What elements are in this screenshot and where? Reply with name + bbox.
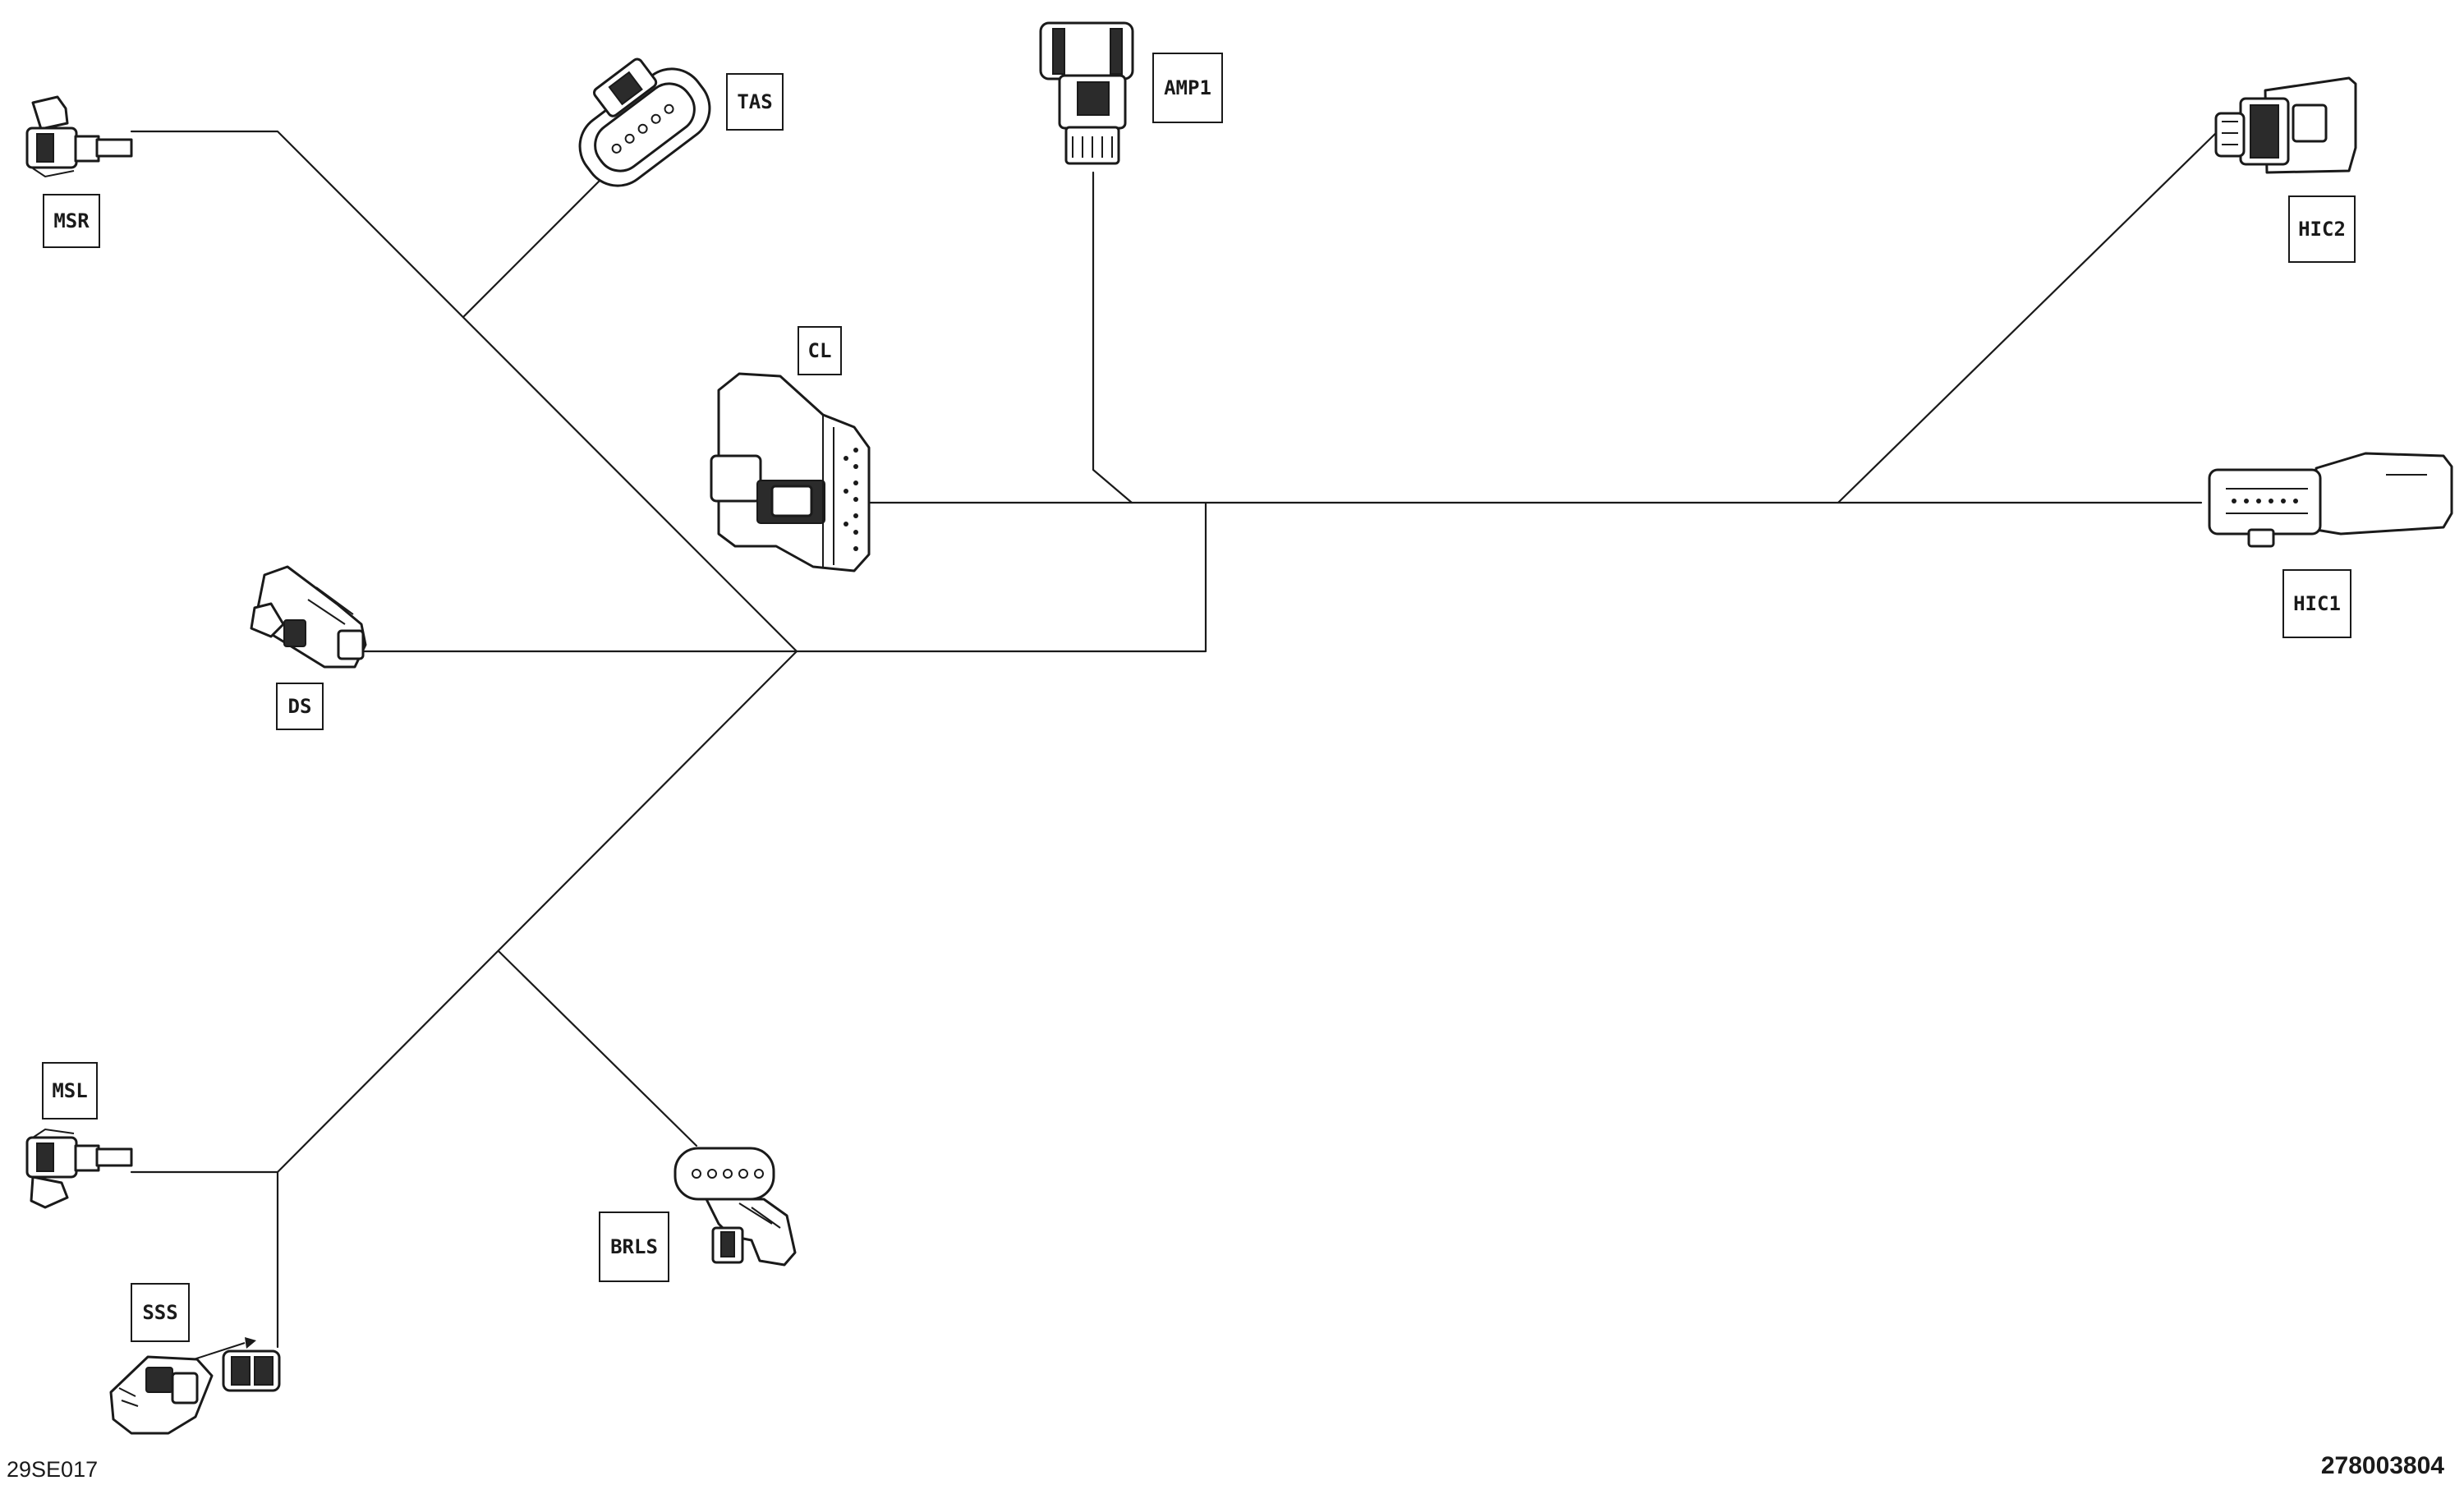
wire-brls <box>497 949 698 1147</box>
label-sss: SSS <box>131 1283 190 1342</box>
part-number: 278003804 <box>2320 1452 2444 1479</box>
wire-hic2 <box>1837 130 2219 504</box>
wire-amp1 <box>1092 171 1133 504</box>
label-hic1: HIC1 <box>2282 569 2351 638</box>
figure-code: 29SE017 <box>7 1457 99 1482</box>
label-sss-text: SSS <box>142 1301 177 1324</box>
label-tas: TAS <box>726 73 784 131</box>
wire-tas <box>462 167 614 318</box>
label-msl-text: MSL <box>52 1079 87 1102</box>
label-cl: CL <box>798 326 842 375</box>
wire-lower-trunk <box>130 650 798 1174</box>
label-hic2: HIC2 <box>2288 195 2356 263</box>
label-brls-text: BRLS <box>610 1235 658 1258</box>
connector-msr[interactable] <box>25 95 133 178</box>
label-msl: MSL <box>42 1062 98 1119</box>
connector-hic1[interactable] <box>2208 452 2453 548</box>
label-ds: DS <box>276 683 324 730</box>
label-brls: BRLS <box>599 1211 669 1282</box>
wire-msr <box>130 130 798 653</box>
label-ds-text: DS <box>288 695 312 718</box>
connector-cl[interactable] <box>710 372 871 572</box>
connector-hic2[interactable] <box>2214 76 2357 174</box>
label-hic2-text: HIC2 <box>2298 218 2346 241</box>
connector-tas[interactable] <box>553 38 723 200</box>
wire-ds-trunk <box>356 501 1207 653</box>
connector-ds[interactable] <box>250 565 367 669</box>
label-tas-text: TAS <box>737 90 772 113</box>
harness-wires <box>130 130 2219 1349</box>
connector-sss[interactable] <box>109 1337 281 1435</box>
label-cl-text: CL <box>808 339 832 362</box>
connector-msl[interactable] <box>25 1128 133 1209</box>
label-amp1-text: AMP1 <box>1164 76 1211 99</box>
label-msr: MSR <box>43 194 100 248</box>
label-amp1: AMP1 <box>1152 53 1223 123</box>
connector-amp1[interactable] <box>1039 21 1134 165</box>
label-hic1-text: HIC1 <box>2293 592 2341 615</box>
connector-brls[interactable] <box>673 1147 797 1267</box>
label-msr-text: MSR <box>53 209 90 232</box>
